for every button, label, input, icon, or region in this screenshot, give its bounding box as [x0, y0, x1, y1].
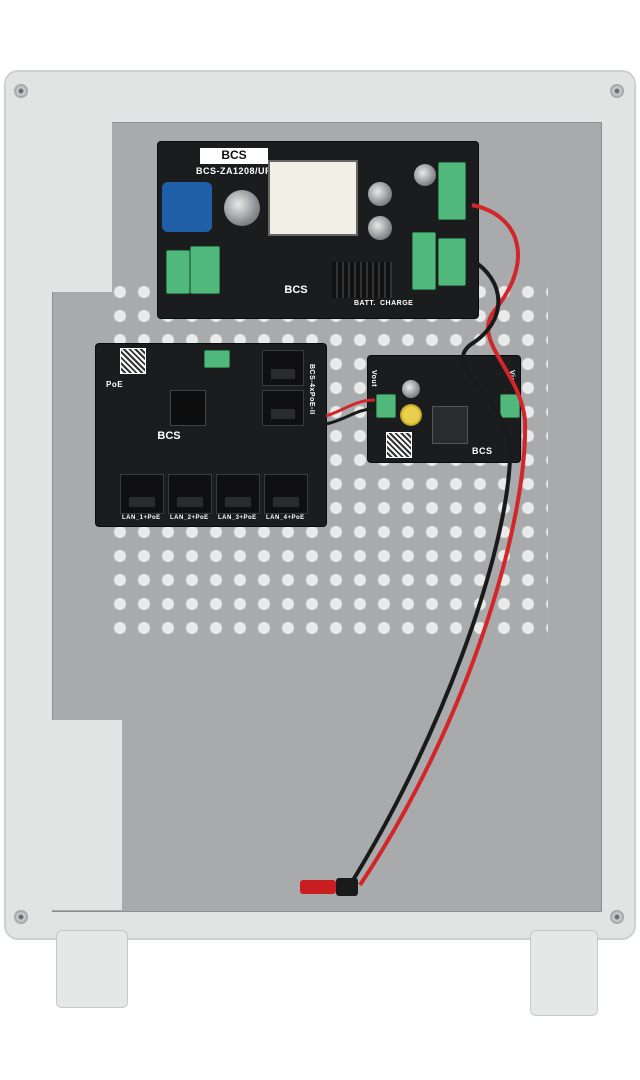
- corner-screw: [14, 84, 28, 98]
- power-terminal: [204, 350, 230, 368]
- cable-gland: [56, 930, 128, 1008]
- plate-cutout: [52, 122, 112, 292]
- lan-port-3: [216, 474, 260, 514]
- capacitor: [400, 404, 422, 426]
- poe-switch-logo: BCS: [152, 430, 186, 444]
- corner-screw: [610, 910, 624, 924]
- vin-terminal: [500, 394, 520, 418]
- lan-port-4-label: LAN_4+PoE: [266, 515, 305, 521]
- capacitor: [368, 182, 392, 206]
- rj45-port: [262, 390, 304, 426]
- fuse-holder: [190, 246, 220, 294]
- lan-port-2: [168, 474, 212, 514]
- battery-connector: [300, 880, 336, 894]
- poe-switch-board: PoE BCS BCS-4xPoE-II LAN_1+PoE LAN_2+PoE…: [96, 344, 326, 526]
- inductor: [432, 406, 468, 444]
- poe-switch-model: BCS-4xPoE-II: [308, 364, 315, 415]
- black-wire: [325, 406, 376, 426]
- power-supply-brand: BCS: [200, 148, 268, 164]
- dc-out-terminal: [438, 162, 466, 220]
- power-supply-logo: BCS: [276, 284, 316, 298]
- vout-terminal: [376, 394, 396, 418]
- charge-label: CHARGE: [380, 300, 414, 307]
- plate-cutout: [52, 720, 122, 910]
- power-supply-board: BCS BCS-ZA1208/UPS BCS BATT. CHARGE: [158, 142, 478, 318]
- dc-in-terminal: [166, 250, 190, 294]
- rj45-port: [262, 350, 304, 386]
- qr-code: [386, 432, 412, 458]
- capacitor: [402, 380, 420, 398]
- cable-gland: [530, 930, 598, 1016]
- corner-screw: [610, 84, 624, 98]
- battery-connector: [336, 878, 358, 896]
- red-wire: [358, 203, 528, 887]
- corner-screw: [14, 910, 28, 924]
- black-wire: [348, 258, 513, 887]
- vout-label: Vout: [370, 370, 377, 388]
- capacitor: [224, 190, 260, 226]
- converter-logo: BCS: [472, 446, 493, 456]
- transformer: [268, 160, 358, 236]
- capacitor: [368, 216, 392, 240]
- lan-port-1: [120, 474, 164, 514]
- filter-coil: [162, 182, 212, 232]
- power-supply-model: BCS-ZA1208/UPS: [196, 166, 279, 176]
- heatsink: [332, 262, 392, 298]
- lan-port-4: [264, 474, 308, 514]
- red-wire: [325, 398, 376, 418]
- switch-chip: [170, 390, 206, 426]
- lan-port-1-label: LAN_1+PoE: [122, 515, 161, 521]
- poe-label: PoE: [106, 380, 124, 389]
- batt-label: BATT.: [354, 300, 376, 307]
- lan-port-3-label: LAN_3+PoE: [218, 515, 257, 521]
- lan-port-2-label: LAN_2+PoE: [170, 515, 209, 521]
- qr-code: [120, 348, 146, 374]
- batt-terminal: [438, 238, 466, 286]
- fuse-holder: [412, 232, 436, 290]
- capacitor: [414, 164, 436, 186]
